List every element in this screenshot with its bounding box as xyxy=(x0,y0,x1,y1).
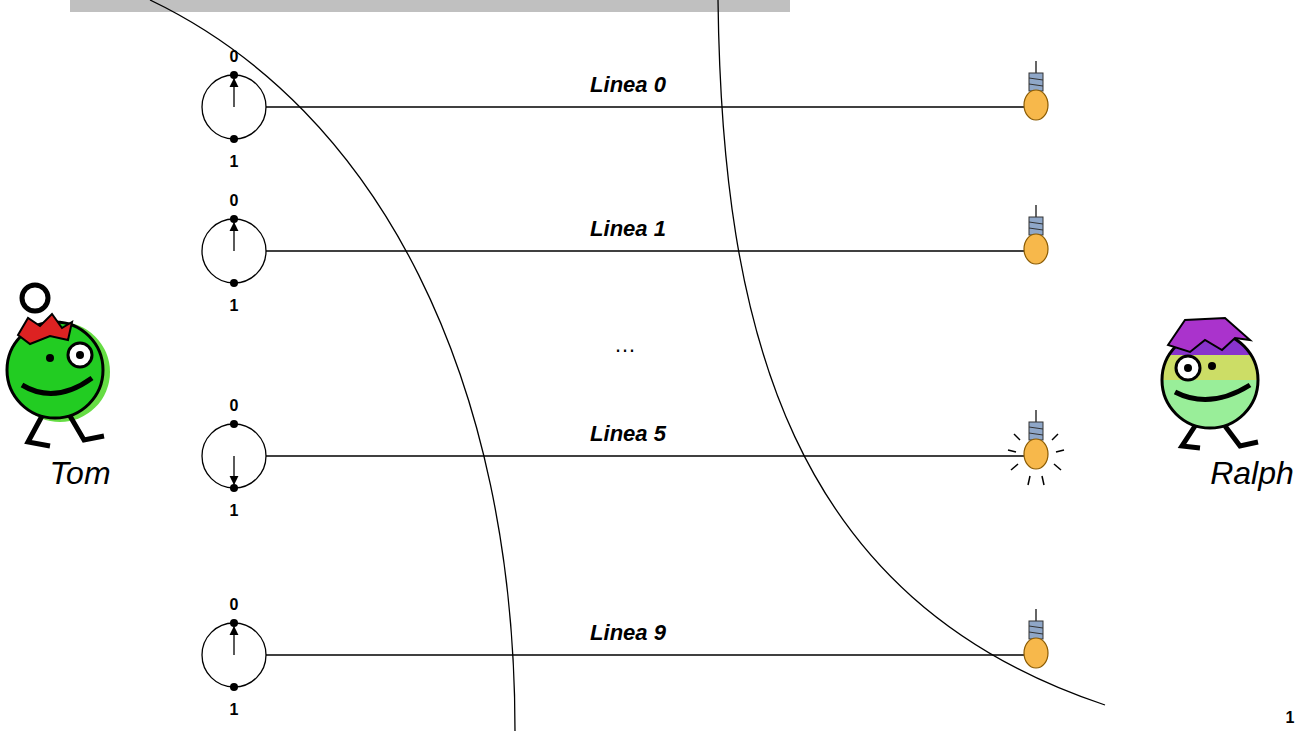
line-name: Linea 1 xyxy=(590,217,666,241)
switch-state: 1 xyxy=(230,502,239,520)
bulb-off xyxy=(1024,609,1048,668)
boundary-curve xyxy=(718,0,1105,705)
ellipsis: … xyxy=(614,333,636,357)
tom-character xyxy=(7,285,110,446)
header-bar xyxy=(70,0,790,12)
boundary-curve xyxy=(150,0,515,731)
switch-state: 0 xyxy=(230,596,239,614)
bulb-off xyxy=(1024,61,1048,120)
switch-state: 1 xyxy=(230,701,239,719)
line-name: Linea 5 xyxy=(590,422,666,446)
person-name: Ralph xyxy=(1210,456,1294,491)
switch-state: 0 xyxy=(230,192,239,210)
bulb-off xyxy=(1024,205,1048,264)
switch-symbol xyxy=(202,619,266,691)
switch-state: 1 xyxy=(230,153,239,171)
switch-state: 0 xyxy=(230,48,239,66)
switch-symbol xyxy=(202,215,266,287)
person-name: Tom xyxy=(49,456,110,491)
wire xyxy=(266,455,1024,457)
switch-state: 0 xyxy=(230,397,239,415)
switch-symbol xyxy=(202,71,266,143)
wire xyxy=(266,106,1024,108)
wire xyxy=(266,250,1024,252)
switch-state: 1 xyxy=(230,297,239,315)
line-name: Linea 0 xyxy=(590,73,666,97)
wire xyxy=(266,654,1024,656)
bulb-on xyxy=(1008,410,1064,485)
page-number: 1 xyxy=(1286,709,1295,727)
switch-symbol xyxy=(202,420,266,492)
line-name: Linea 9 xyxy=(590,621,666,645)
ralph-character xyxy=(1160,318,1260,448)
